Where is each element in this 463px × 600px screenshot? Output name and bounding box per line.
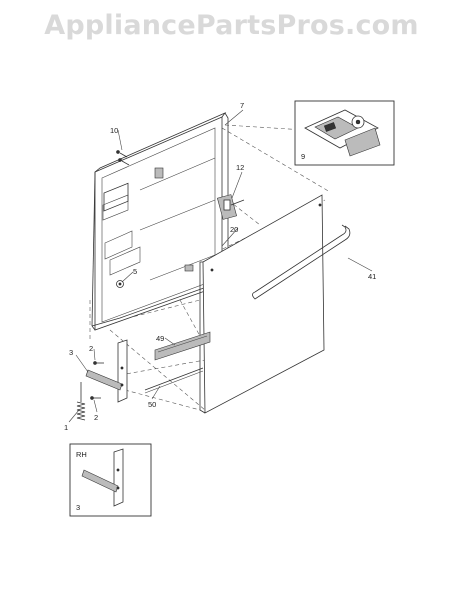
callout-50: 50 bbox=[148, 400, 156, 409]
callout-10: 10 bbox=[110, 126, 118, 135]
callout-41: 41 bbox=[368, 272, 376, 281]
callout-49: 49 bbox=[156, 334, 164, 343]
vent-strip bbox=[154, 331, 211, 361]
hinge-bracket bbox=[85, 339, 128, 403]
callout-2-lower: 2 bbox=[94, 413, 98, 422]
leader-lines bbox=[68, 109, 373, 423]
screws bbox=[116, 150, 130, 166]
callout-7: 7 bbox=[240, 101, 244, 110]
callout-9: 9 bbox=[301, 152, 305, 161]
door-latch bbox=[217, 194, 245, 220]
inset-rh-label: RH bbox=[76, 450, 87, 459]
inset-part-9 bbox=[294, 100, 395, 166]
callout-labels: 7 10 9 12 20 5 41 49 3 2 2 50 1 RH 3 bbox=[64, 101, 376, 512]
door-handle bbox=[252, 224, 351, 300]
callout-3-rh: 3 bbox=[76, 503, 80, 512]
callout-5: 5 bbox=[133, 267, 137, 276]
hinge-screws bbox=[90, 361, 104, 400]
callout-1: 1 bbox=[64, 423, 68, 432]
callout-12: 12 bbox=[236, 163, 244, 172]
callout-20: 20 bbox=[230, 225, 238, 234]
watermark: AppliancePartsPros.com bbox=[44, 10, 419, 41]
callout-2-upper: 2 bbox=[89, 344, 93, 353]
grommet bbox=[116, 280, 124, 288]
inset-rh-hinge bbox=[69, 443, 152, 517]
hinge-spring bbox=[76, 382, 86, 421]
callout-3: 3 bbox=[69, 348, 73, 357]
hinge-rod bbox=[144, 367, 204, 394]
